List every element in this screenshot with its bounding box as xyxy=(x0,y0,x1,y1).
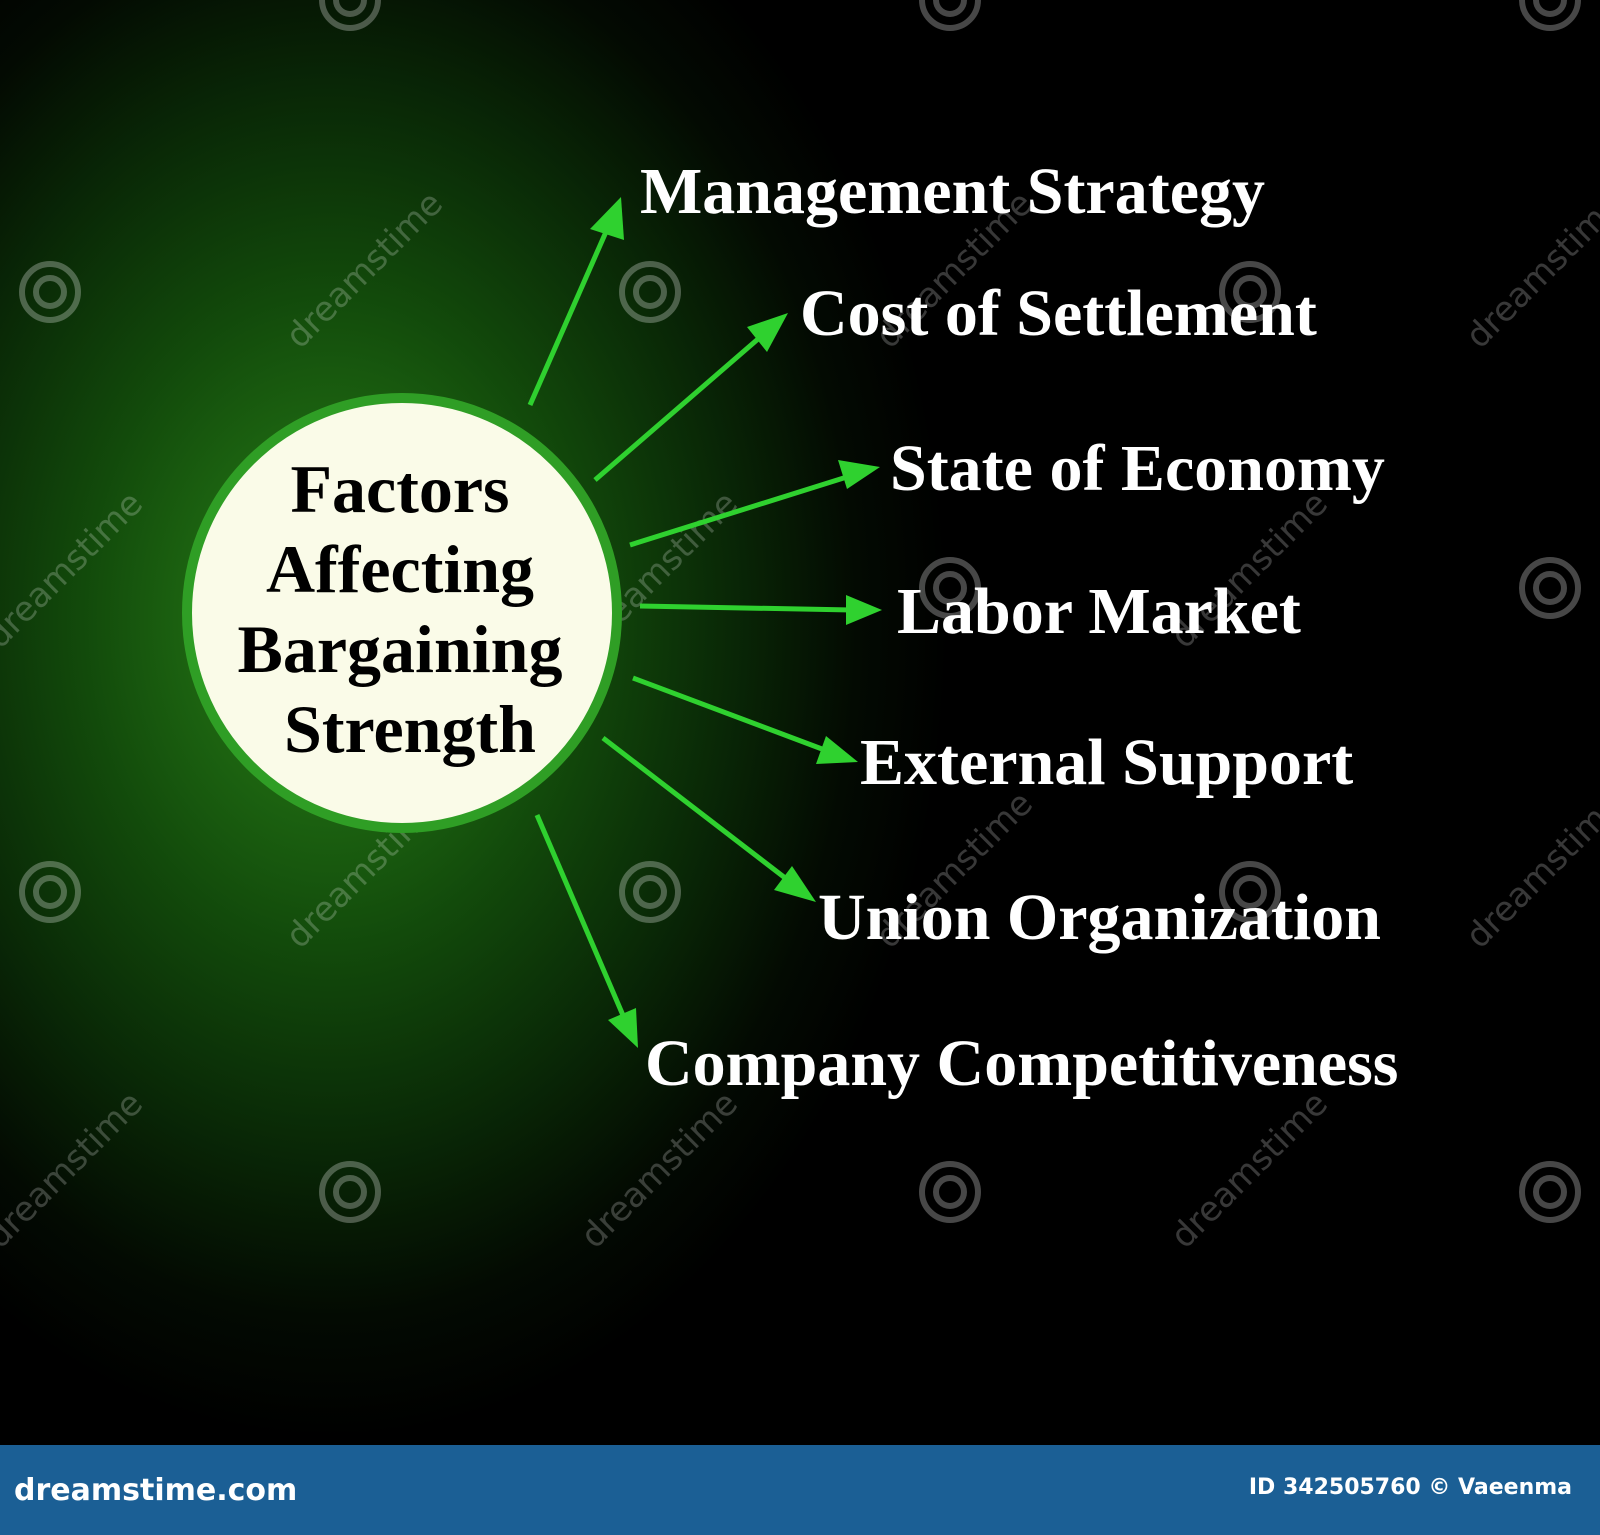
connector-arrow xyxy=(527,197,624,407)
watermark-text: dreamstime xyxy=(0,484,151,657)
connector-arrow xyxy=(629,460,880,548)
factor-label-state-of-economy: State of Economy xyxy=(890,432,1385,505)
watermark-logo-icon xyxy=(1519,557,1581,619)
factor-labels: Management Strategy Cost of Settlement S… xyxy=(640,155,1399,1100)
factor-label-company-competitiveness: Company Competitiveness xyxy=(645,1027,1399,1100)
watermark-logo-icon xyxy=(19,861,81,923)
watermark-text: dreamstime xyxy=(0,1084,151,1257)
footer-credit: ID 342505760 © Vaeenma xyxy=(1248,1475,1572,1500)
stock-footer-bar: dreamstime.com ID 342505760 © Vaeenma xyxy=(0,1445,1600,1535)
center-title-line-3: Bargaining xyxy=(238,611,563,687)
center-title-line-4: Strength xyxy=(284,691,536,767)
watermark-text: dreamstime xyxy=(1458,784,1600,957)
watermark-logo-icon xyxy=(319,0,381,31)
watermark-logo-icon xyxy=(919,1161,981,1223)
watermark-logo-icon xyxy=(19,261,81,323)
watermark-logo-icon xyxy=(1219,861,1281,923)
factor-label-external-support: External Support xyxy=(860,726,1353,799)
footer-brand: dreamstime.com xyxy=(14,1473,298,1508)
watermark-logo-icon xyxy=(919,557,981,619)
connector-arrow xyxy=(593,313,788,482)
watermark-logo-icon xyxy=(1519,1161,1581,1223)
factor-label-union-organization: Union Organization xyxy=(818,881,1381,954)
factor-label-cost-of-settlement: Cost of Settlement xyxy=(800,277,1317,350)
center-node: Factors Affecting Bargaining Strength xyxy=(182,393,622,833)
watermark-text: dreamstime xyxy=(1163,1084,1336,1257)
center-circle xyxy=(182,393,622,833)
watermark-text: dreamstime xyxy=(278,184,451,357)
watermark-logo-icon xyxy=(919,0,981,31)
watermark-logo-icon xyxy=(1219,261,1281,323)
connector-arrows xyxy=(527,197,882,1048)
connector-arrow xyxy=(534,814,638,1048)
connector-arrow xyxy=(601,736,816,902)
connector-arrow xyxy=(639,595,882,625)
center-title-line-1: Factors xyxy=(290,451,509,527)
factor-diagram: dreamstime dreamstime dreamstime dreamst… xyxy=(0,0,1600,1257)
watermark-logo-icon xyxy=(1519,0,1581,31)
factor-label-labor-market: Labor Market xyxy=(897,575,1301,648)
watermark-logo-icon xyxy=(319,1161,381,1223)
watermark-text: dreamstime xyxy=(573,1084,746,1257)
factor-label-management-strategy: Management Strategy xyxy=(640,155,1265,228)
watermark-text: dreamstime xyxy=(1458,184,1600,357)
watermark-logo-icon xyxy=(619,261,681,323)
center-title-line-2: Affecting xyxy=(266,531,534,607)
watermark-logo-icon xyxy=(619,861,681,923)
connector-arrow xyxy=(632,675,858,764)
